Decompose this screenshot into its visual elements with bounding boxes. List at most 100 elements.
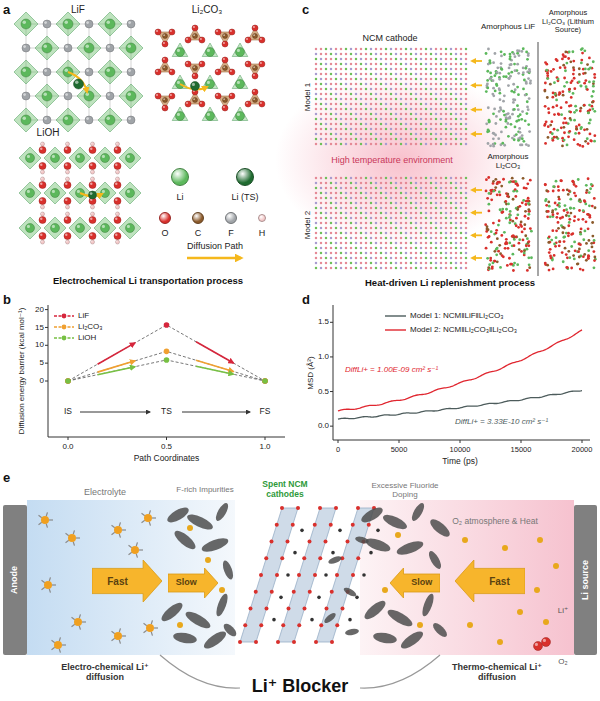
lattice-atom [395,262,398,265]
lattice-atom [430,58,433,61]
lattice-atom [430,177,433,180]
sphere-highlight [115,183,117,185]
lattice-atom [380,133,383,136]
tetrahedron [172,43,188,57]
lattice-atom [365,217,368,220]
amorphous-atom [513,138,516,141]
tetrahedron [202,75,218,89]
amorphous-atom [526,58,529,61]
amorphous-atom [566,144,569,147]
lattice-atom [415,227,418,230]
amorphous-atom [500,131,503,134]
lattice-atom [385,103,388,106]
amorphous-atom [560,106,563,109]
lattice-atom [350,98,353,101]
lattice-atom [340,257,343,260]
lattice-atom [385,242,388,245]
lattice-atom [335,192,338,195]
amorphous-atom [547,136,550,139]
lattice-atom [380,118,383,121]
lattice-atom [355,73,358,76]
lattice-atom [390,53,393,56]
sphere-highlight [90,234,92,236]
lattice-atom [465,58,468,61]
lattice-atom [440,197,443,200]
sphere-highlight [44,117,47,120]
amorphous-atom [489,77,492,80]
lattice-atom [350,123,353,126]
lattice-atom [380,88,383,91]
lattice-atom [435,93,438,96]
lattice-atom [415,217,418,220]
lattice-atom [410,177,413,180]
sphere-highlight [27,155,30,158]
lattice-atom [430,68,433,71]
sphere-highlight [41,213,42,214]
lattice-atom [330,232,333,235]
lattice-atom [395,227,398,230]
sphere-highlight [216,94,218,96]
lattice-atom [460,252,463,255]
octahedron [56,108,80,132]
amorphous-atom [580,61,583,64]
lattice-atom [320,187,323,190]
lattice-atom [400,212,403,215]
lattice-atom [315,187,318,190]
lattice-atom [350,143,353,146]
amorphous-atom [512,83,515,86]
li-atom [101,224,110,233]
lattice-atom [340,212,343,215]
lattice-atom [370,252,373,255]
sphere-highlight [193,74,195,76]
lattice-atom [335,63,338,66]
interface-arrow [472,60,482,62]
sphere-highlight [116,213,117,214]
lattice-atom [380,257,383,260]
amorphous-atom [591,108,594,111]
lattice-atom [320,222,323,225]
lattice-atom [330,192,333,195]
lattice-atom [435,63,438,66]
lattice-atom [455,68,458,71]
lattice-atom [435,207,438,210]
amorphous-atom [512,101,515,104]
lattice-atom [365,68,368,71]
lattice-atom [380,202,383,205]
lattice-atom [360,48,363,51]
lattice-atom [430,138,433,141]
lattice-atom [395,138,398,141]
lattice-atom [400,257,403,260]
lattice-atom [325,88,328,91]
lattice-atom [445,123,448,126]
lattice-atom [345,138,348,141]
lattice-atom [385,197,388,200]
lattice-atom [325,118,328,121]
lattice-atom [440,202,443,205]
lattice-atom [420,88,423,91]
sphere-highlight [90,148,92,150]
lattice-atom [410,98,413,101]
lattice-atom [390,128,393,131]
lattice-atom [425,247,428,250]
lattice-atom [360,247,363,250]
amorphous-atom [547,111,550,114]
li-atom [206,112,215,121]
lattice-atom [410,222,413,225]
lattice-atom [440,53,443,56]
sphere-highlight [52,225,55,228]
lattice-atom [340,182,343,185]
lattice-atom [375,247,378,250]
lattice-atom [360,58,363,61]
lattice-atom [375,108,378,111]
amorphous-atom [495,115,498,118]
lattice-atom [355,53,358,56]
lattice-atom [350,83,353,86]
lattice-atom [455,98,458,101]
amorphous-atom [565,101,568,104]
amorphous-atom [563,117,566,120]
lattice-atom [355,257,358,260]
sphere-highlight [260,62,262,64]
amorphous-atom [584,140,587,143]
sphere-highlight [253,26,255,28]
lattice-atom [435,197,438,200]
